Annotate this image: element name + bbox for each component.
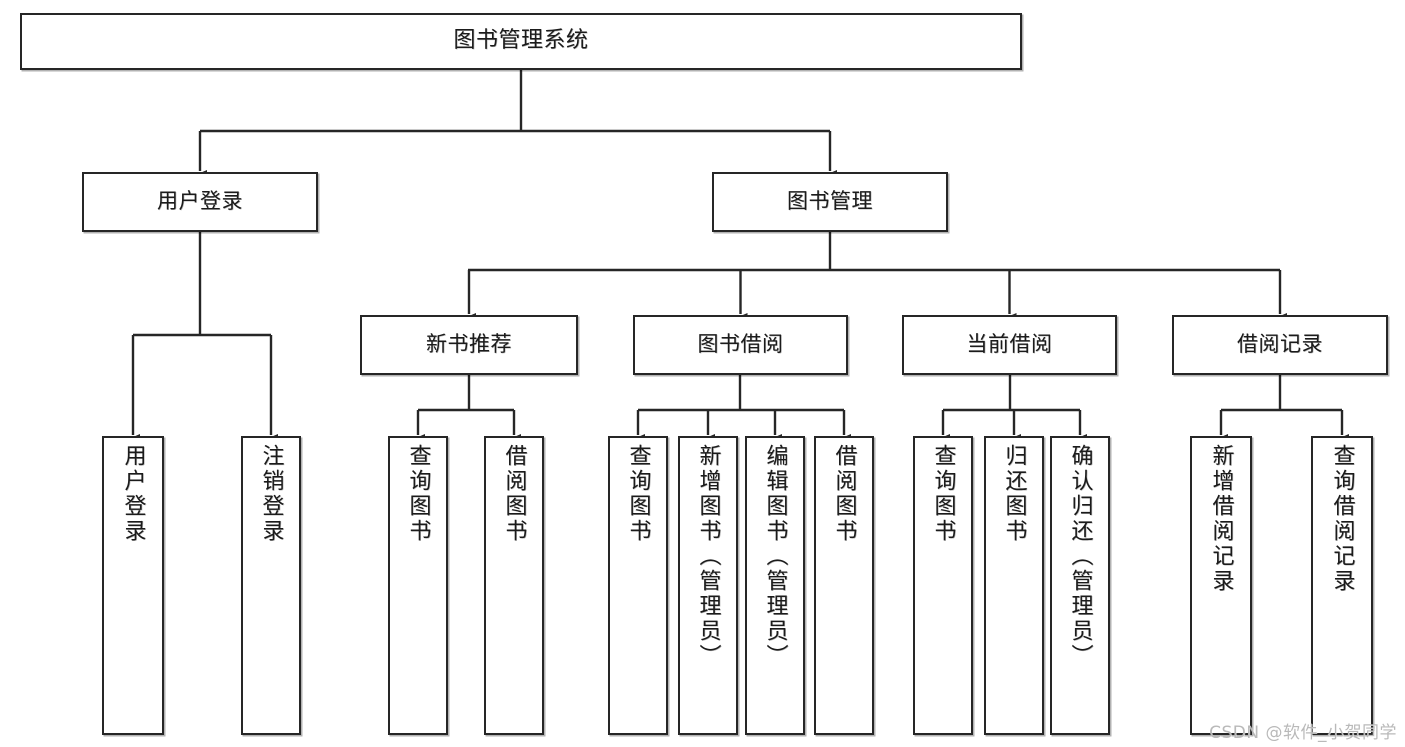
node-label: 查询图书 (625, 444, 651, 544)
node-l_r_query[interactable]: 查询借阅记录 (1311, 436, 1373, 735)
node-l_login[interactable]: 用户登录 (102, 436, 164, 735)
node-l_b_borrow[interactable]: 借阅图书 (814, 436, 874, 735)
node-l_r_add[interactable]: 新增借阅记录 (1190, 436, 1252, 735)
node-borrow[interactable]: 图书借阅 (633, 315, 848, 375)
node-label: 归还图书 (1001, 444, 1027, 544)
node-label: 借阅记录 (1237, 332, 1323, 357)
node-label: 查询图书 (930, 444, 956, 544)
node-newbook[interactable]: 新书推荐 (360, 315, 578, 375)
node-root[interactable]: 图书管理系统 (20, 13, 1022, 70)
node-l_logout[interactable]: 注销登录 (241, 436, 301, 735)
node-l_b_edit[interactable]: 编辑图书（管理员） (745, 436, 805, 735)
node-label: 借阅图书 (501, 444, 527, 544)
node-l_b_add[interactable]: 新增图书（管理员） (678, 436, 738, 735)
node-label: 借阅图书 (831, 444, 857, 544)
node-label: 新增图书（管理员） (695, 444, 721, 669)
node-label: 图书借阅 (697, 332, 784, 357)
node-label: 查询图书 (405, 444, 431, 544)
node-label: 图书管理 (787, 189, 873, 214)
node-label: 注销登录 (258, 444, 284, 544)
csdn-watermark: CSDN @软件_小贺同学 (1209, 723, 1397, 743)
node-label: 图书管理系统 (453, 28, 589, 54)
node-l_c_query[interactable]: 查询图书 (913, 436, 973, 735)
node-login[interactable]: 用户登录 (82, 172, 318, 232)
node-l_b_query[interactable]: 查询图书 (608, 436, 668, 735)
node-label: 新书推荐 (426, 332, 512, 357)
node-l_c_confirm[interactable]: 确认归还（管理员） (1050, 436, 1110, 735)
node-bookmgmt[interactable]: 图书管理 (712, 172, 948, 232)
node-label: 确认归还（管理员） (1067, 444, 1093, 669)
node-label: 编辑图书（管理员） (762, 444, 788, 669)
node-label: 用户登录 (157, 189, 243, 214)
node-l_c_return[interactable]: 归还图书 (984, 436, 1044, 735)
node-label: 新增借阅记录 (1208, 444, 1234, 594)
node-current[interactable]: 当前借阅 (902, 315, 1117, 375)
node-records[interactable]: 借阅记录 (1172, 315, 1388, 375)
node-l_nb_query[interactable]: 查询图书 (388, 436, 448, 735)
node-label: 查询借阅记录 (1329, 444, 1355, 594)
node-label: 用户登录 (120, 444, 146, 544)
node-label: 当前借阅 (966, 332, 1053, 357)
node-l_nb_borrow[interactable]: 借阅图书 (484, 436, 544, 735)
